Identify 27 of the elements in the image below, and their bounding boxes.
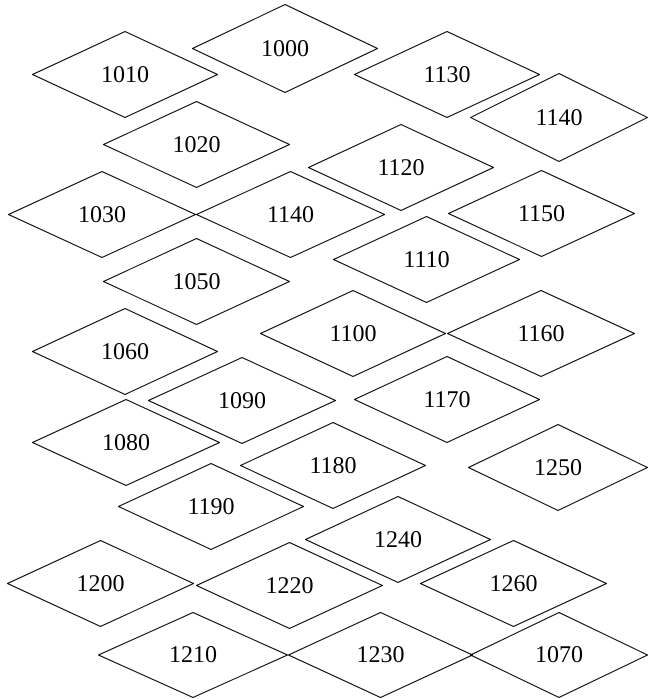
diamond-label: 1250 (534, 456, 582, 480)
diamond-label: 1180 (309, 454, 357, 478)
diamond-label: 1160 (517, 322, 565, 346)
diamond-label: 1240 (374, 528, 422, 552)
diamond-label: 1080 (102, 430, 150, 454)
diamond-label: 1220 (266, 574, 314, 598)
diamond-label: 1150 (518, 202, 566, 226)
diamond-label: 1140 (266, 202, 314, 226)
diamond-label: 1060 (101, 340, 149, 364)
diamond-label: 1090 (218, 388, 266, 412)
diamond-label: 1000 (261, 36, 309, 60)
diamond-label: 1210 (169, 643, 217, 667)
diamond-label: 1070 (535, 643, 583, 667)
diamond-label: 1170 (423, 388, 471, 412)
diamond-label: 1260 (490, 572, 538, 596)
diamond-label: 1030 (78, 202, 126, 226)
diamond-label: 1020 (172, 132, 220, 156)
diamond-label: 1190 (187, 494, 235, 518)
diamond-label: 1110 (403, 248, 450, 272)
diamond-label: 1130 (423, 62, 471, 86)
diamond-label: 1050 (172, 270, 220, 294)
diamond-label: 1120 (377, 156, 425, 180)
diamond-label: 1010 (101, 62, 149, 86)
diamond-label: 1140 (535, 106, 583, 130)
diamond-label: 1100 (329, 322, 377, 346)
diamond-label: 1230 (356, 643, 404, 667)
diamond-label: 1200 (76, 572, 124, 596)
